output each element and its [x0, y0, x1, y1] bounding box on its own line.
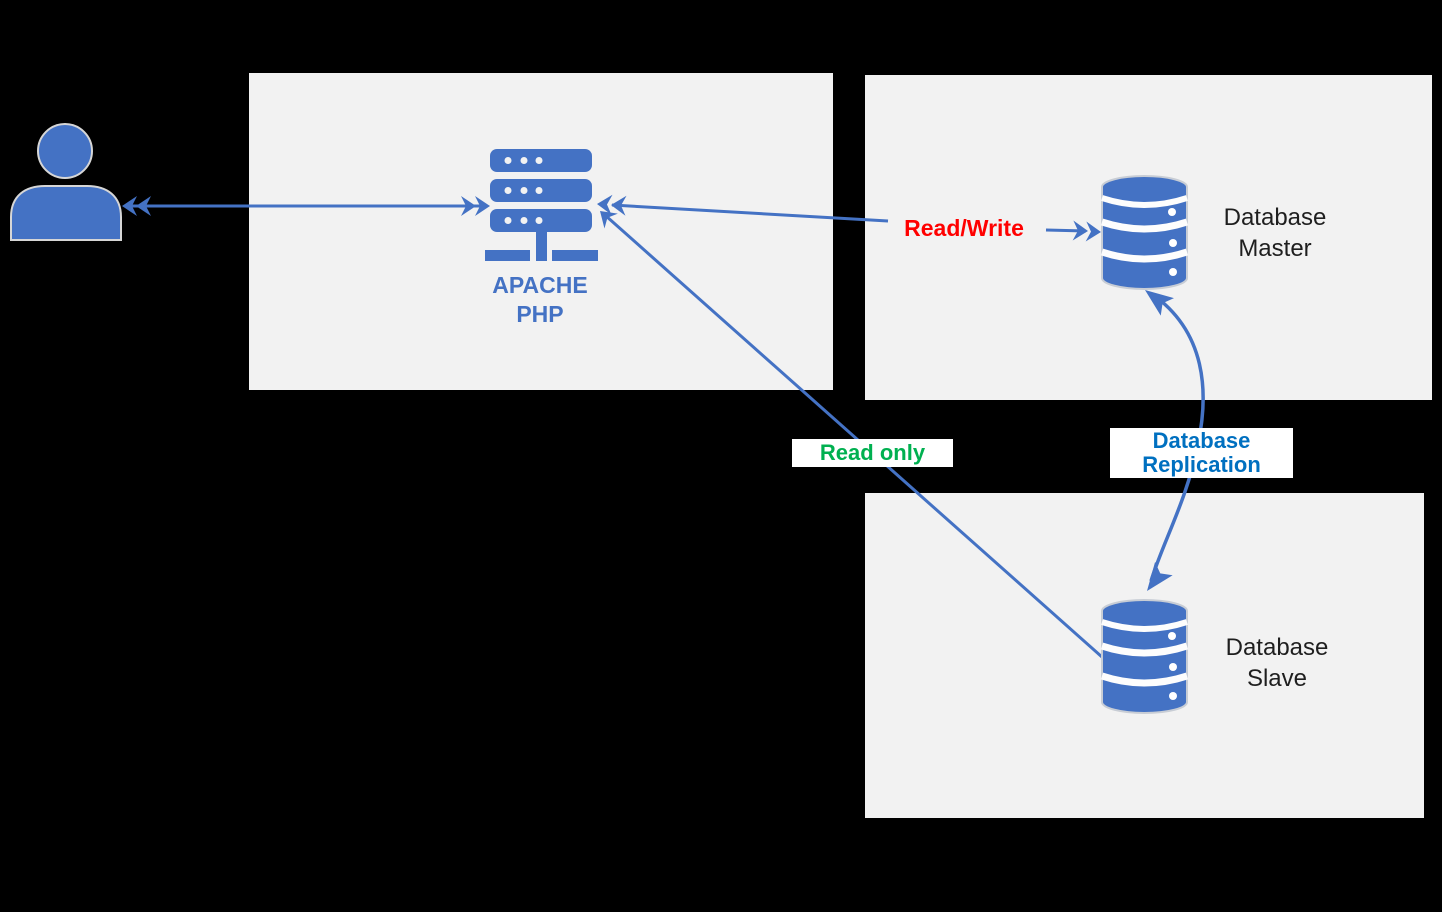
replication-arrowhead-master: [1145, 290, 1174, 316]
replication-edge-label: Database Replication: [1110, 428, 1293, 478]
chevron-arrowhead: [136, 196, 151, 216]
chevron-arrowhead: [475, 196, 490, 216]
edge-user-apache: [122, 196, 490, 216]
database-master-label: Database Master: [1190, 202, 1360, 264]
user-icon: [10, 123, 122, 241]
user-head: [37, 123, 93, 179]
database-cylinder-icon-slave: [1100, 599, 1189, 714]
edge-master-apache-line: [611, 203, 889, 223]
database-master-label-line1: Database: [1223, 204, 1327, 231]
chevron-arrowhead: [1072, 220, 1088, 241]
chevron-arrowhead: [461, 196, 476, 216]
replication-arrowhead-slave: [1147, 562, 1173, 591]
apache-label-line2: PHP: [516, 301, 564, 327]
chevron-arrowhead: [597, 194, 613, 215]
read-only-edge-label: Read only: [792, 439, 953, 467]
chevron-arrowhead: [600, 211, 618, 229]
replication-label-line2: Replication: [1142, 452, 1261, 477]
edge-slave-apache-line: [605, 214, 1103, 659]
chevron-arrowhead: [122, 196, 137, 216]
chevron-arrowhead: [611, 195, 627, 216]
database-slave-label: Database Slave: [1192, 632, 1362, 694]
database-slave-label-line1: Database: [1225, 634, 1329, 661]
edge-master-apache: [597, 194, 1101, 242]
user-body: [10, 185, 122, 241]
database-cylinder-icon-master: [1100, 175, 1189, 290]
apache-label-line1: APACHE: [492, 272, 588, 298]
apache-node-label: APACHE PHP: [440, 271, 640, 329]
server-stack-icon: [485, 149, 598, 261]
database-slave-label-line2: Slave: [1246, 665, 1308, 692]
replication-label-line1: Database: [1152, 428, 1251, 453]
edge-slave-apache: [600, 211, 1103, 659]
database-master-label-line2: Master: [1238, 235, 1312, 262]
read-write-edge-label: Read/Write: [904, 215, 1024, 241]
chevron-arrowhead: [1085, 221, 1101, 242]
